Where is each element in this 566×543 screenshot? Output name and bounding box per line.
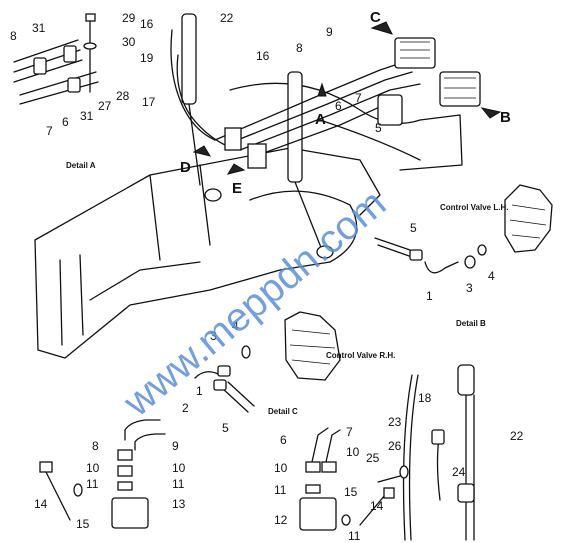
callout: 6 — [62, 115, 69, 129]
callout: 31 — [32, 21, 46, 35]
callout: 6 — [335, 99, 342, 113]
callout: D — [180, 159, 191, 176]
caption-detail-b: Detail B — [456, 319, 486, 328]
callout: 10 — [346, 445, 360, 459]
detail-c-drawing — [194, 311, 341, 413]
callout: 19 — [140, 51, 154, 65]
detail-captions: Detail A Detail B Detail C Control Valve… — [66, 161, 508, 416]
callout: 11 — [348, 529, 361, 543]
callout: 10 — [172, 461, 186, 475]
callout: B — [500, 109, 511, 126]
callout: 29 — [122, 11, 136, 25]
callout: 25 — [366, 451, 380, 465]
callout: 10 — [274, 461, 288, 475]
callout: 7 — [346, 425, 353, 439]
callout: 24 — [452, 465, 466, 479]
detail-a-drawing — [13, 13, 99, 105]
callout: 27 — [98, 99, 112, 113]
caption-control-valve-rh: Control Valve R.H. — [326, 351, 395, 360]
callout: 1 — [196, 384, 203, 398]
callout: 7 — [355, 91, 362, 105]
callout: C — [370, 9, 381, 26]
callout: 3 — [210, 329, 217, 343]
callout: 14 — [370, 499, 384, 513]
callout: 3 — [466, 281, 473, 295]
callout: E — [232, 180, 242, 197]
callout: 16 — [256, 49, 270, 63]
callout: 18 — [418, 391, 432, 405]
callout: 1 — [426, 289, 433, 303]
main-machine-drawing — [34, 13, 502, 359]
callout-labels: 8 31 29 30 28 27 31 6 7 16 22 19 16 17 8… — [10, 9, 524, 543]
callout: 11 — [86, 477, 99, 491]
watermark-text: www.meppdn.com — [115, 181, 394, 425]
callout: 14 — [34, 497, 48, 511]
callout: 28 — [116, 89, 130, 103]
callout: 22 — [510, 429, 524, 443]
callout: 8 — [296, 41, 303, 55]
callout: 2 — [182, 401, 189, 415]
callout: 22 — [220, 11, 234, 25]
callout: A — [315, 111, 326, 128]
callout: 10 — [86, 461, 100, 475]
callout: 5 — [410, 221, 417, 235]
callout: 11 — [172, 477, 185, 491]
callout: 12 — [274, 513, 288, 527]
callout: 16 — [140, 17, 154, 31]
callout: 9 — [326, 25, 333, 39]
callout: 4 — [232, 319, 239, 333]
callout: 31 — [80, 109, 94, 123]
callout: 26 — [388, 439, 402, 453]
callout: 15 — [344, 485, 358, 499]
detail-f-drawing — [377, 364, 475, 541]
caption-detail-a: Detail A — [66, 161, 96, 170]
callout: 17 — [142, 95, 156, 109]
callout: 8 — [92, 439, 99, 453]
caption-control-valve-lh: Control Valve L.H. — [440, 203, 508, 212]
callout: 13 — [172, 497, 186, 511]
detail-d-drawing — [39, 419, 166, 529]
callout: 5 — [375, 121, 382, 135]
callout: 23 — [388, 415, 402, 429]
detail-e-drawing — [299, 427, 395, 531]
callout: 7 — [46, 124, 53, 138]
callout: 11 — [274, 483, 287, 497]
callout: 6 — [280, 433, 287, 447]
caption-detail-c: Detail C — [268, 407, 298, 416]
callout: 15 — [76, 517, 90, 531]
callout: 4 — [488, 269, 495, 283]
callout: 5 — [222, 421, 229, 435]
callout: 8 — [10, 29, 17, 43]
callout: 9 — [172, 439, 179, 453]
callout: 30 — [122, 35, 136, 49]
detail-b-drawing — [374, 184, 553, 274]
